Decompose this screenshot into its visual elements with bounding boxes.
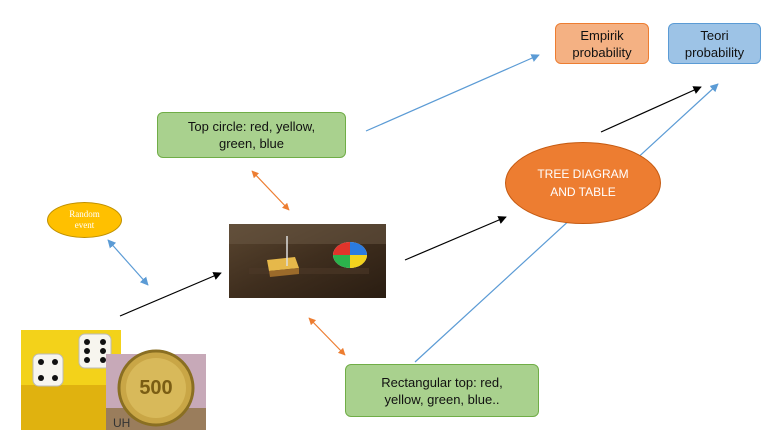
top-circle-box: Top circle: red, yellow, green, blue xyxy=(157,112,346,158)
spinning-tops-photo xyxy=(229,224,386,298)
arrow-photo-to-tree xyxy=(404,216,507,261)
dice-coin-photo: UH 500 xyxy=(21,330,206,430)
die-left xyxy=(32,353,64,387)
die-right xyxy=(78,333,112,369)
arrow-topcircle-to-empirik xyxy=(365,54,540,132)
spinning-tops-image xyxy=(229,224,386,298)
rectangular-top-box: Rectangular top: red, yellow, green, blu… xyxy=(345,364,539,417)
tree-diagram-ellipse: TREE DIAGRAM AND TABLE xyxy=(505,142,661,224)
teori-probability-box: Teori probability xyxy=(668,23,761,64)
arrow-dice-to-photo xyxy=(119,272,222,317)
top-circle-label: Top circle: red, yellow, green, blue xyxy=(187,119,316,151)
empirik-probability-label: Empirik probability xyxy=(572,27,632,60)
rectangular-top-label: Rectangular top: red, yellow, green, blu… xyxy=(381,374,503,407)
dice-coin-image: UH 500 xyxy=(21,330,206,430)
tree-diagram-label: TREE DIAGRAM AND TABLE xyxy=(537,167,629,199)
arrow-topcircle-photo xyxy=(251,170,290,211)
teori-probability-label: Teori probability xyxy=(684,27,745,60)
random-event-ellipse: Random event xyxy=(47,202,122,238)
random-event-label: Random event xyxy=(69,209,100,230)
svg-text:UH: UH xyxy=(113,416,130,430)
empirik-probability-box: Empirik probability xyxy=(555,23,649,64)
arrow-tree-to-teori xyxy=(600,86,702,133)
arrow-random-event-photo xyxy=(107,239,149,286)
arrow-photo-recttop xyxy=(308,317,346,356)
coin-value: 500 xyxy=(139,377,172,399)
